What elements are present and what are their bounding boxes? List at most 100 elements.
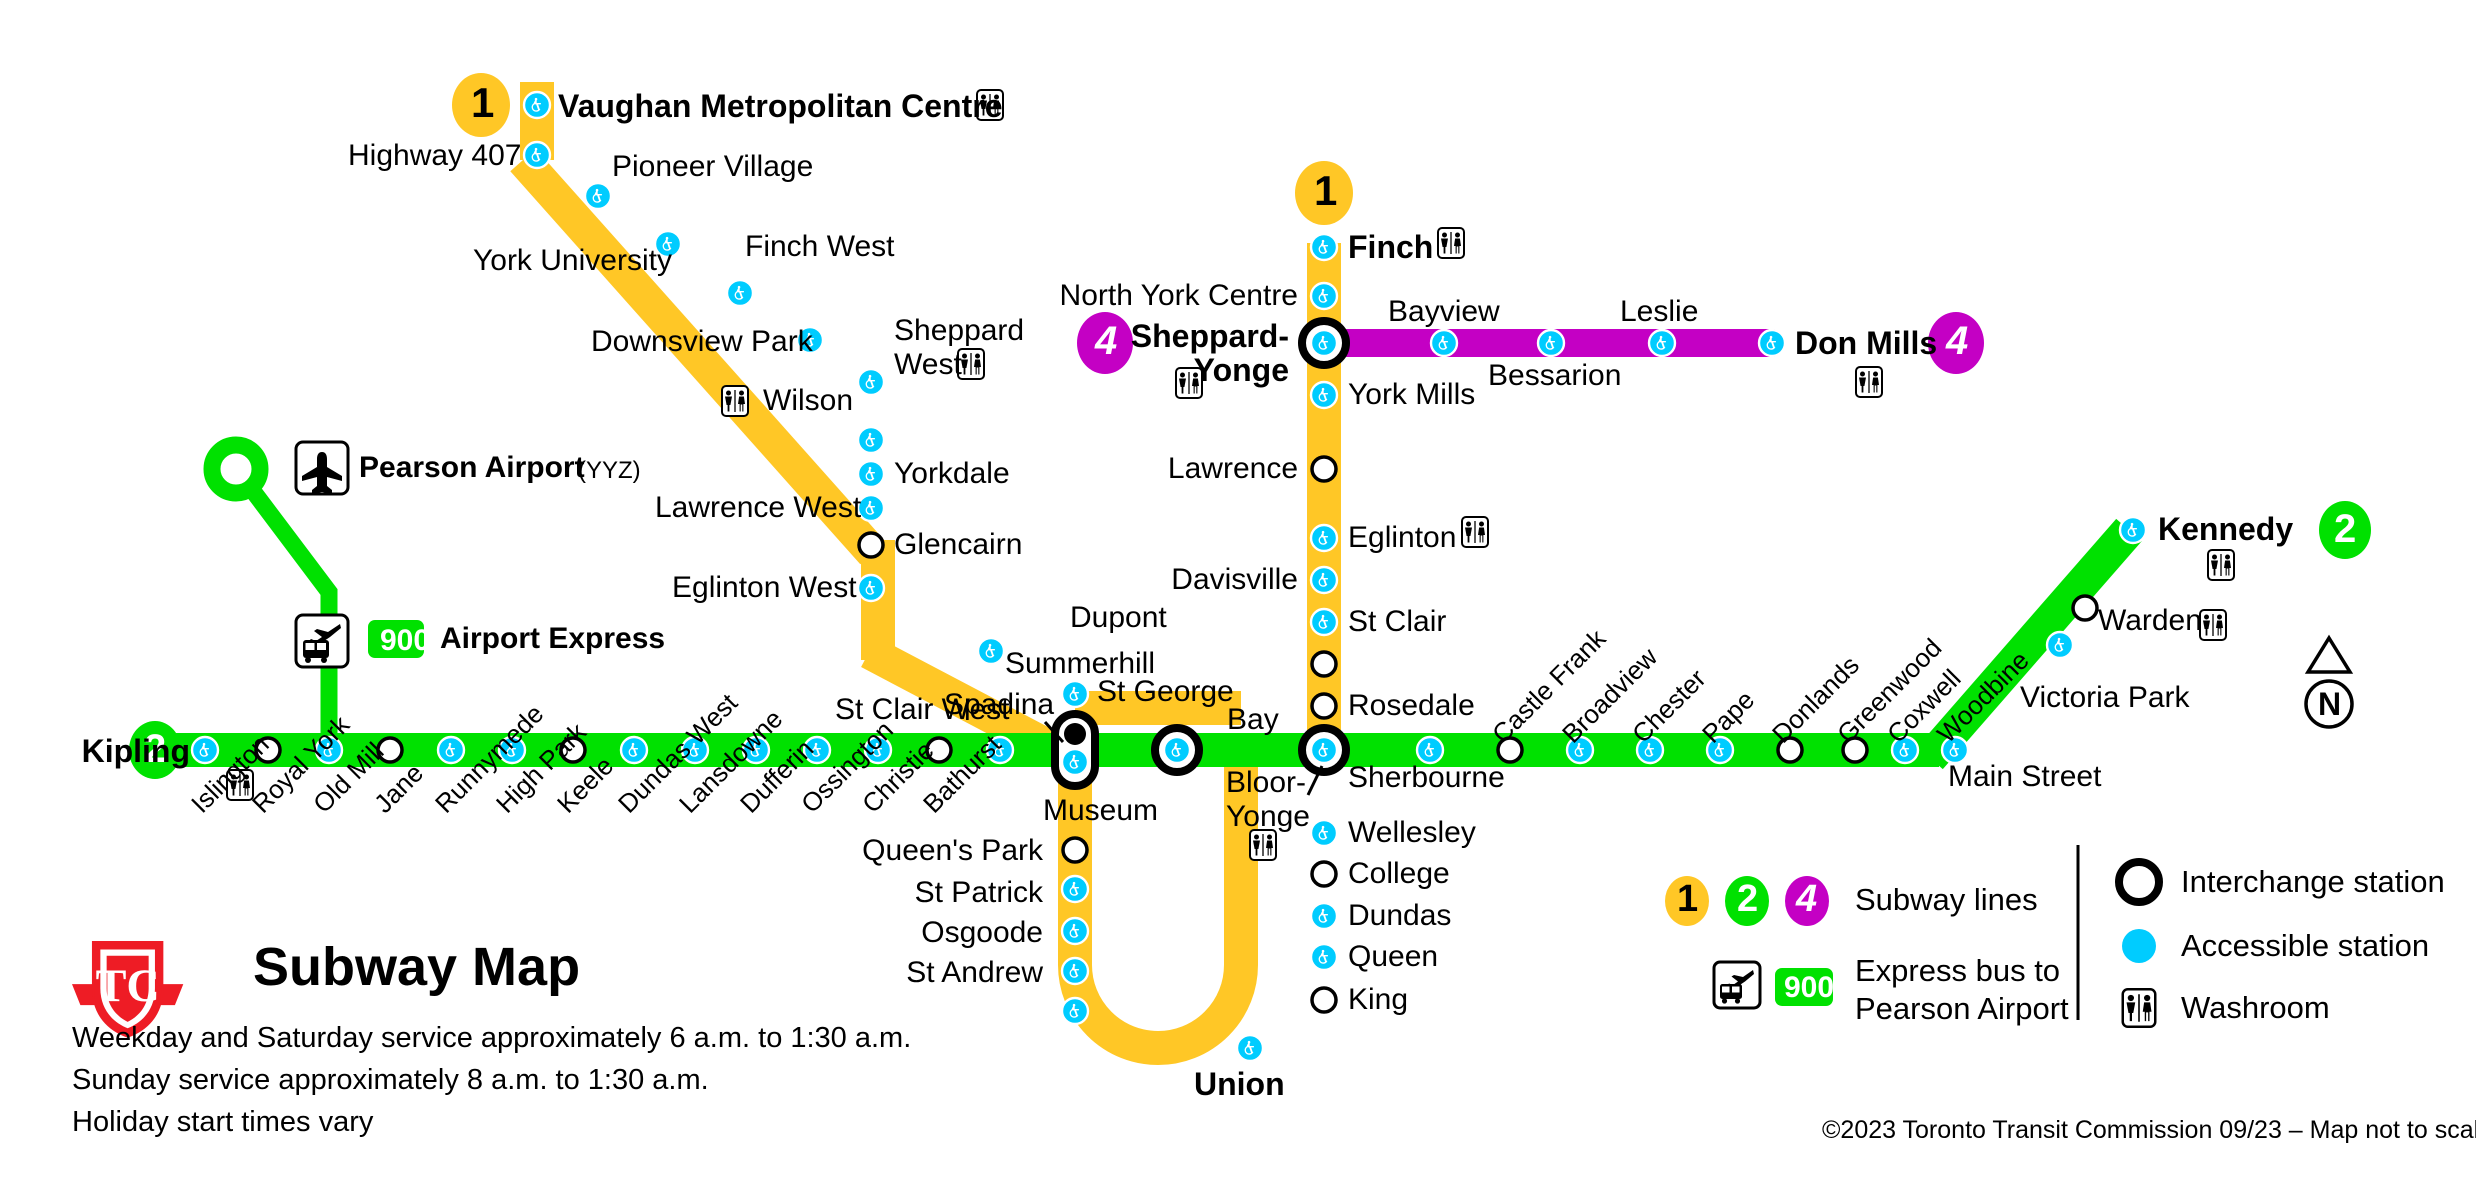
line-bullet-4-west — [1077, 312, 1133, 374]
station-label-downsview-park: Downsview Park — [591, 325, 813, 358]
station-label-summerhill: Summerhill — [1004, 647, 1155, 680]
washroom-icon-finch — [1437, 227, 1465, 259]
station-marker-sheppard-yonge-interchange — [1298, 317, 1350, 369]
pearson-airport-label: Pearson Airport — [359, 451, 585, 484]
route-900-number-map: 900 — [380, 624, 431, 657]
line-bullet-1-finch — [1295, 161, 1353, 225]
station-label-eglinton-west: Eglinton West — [672, 571, 857, 604]
station-marker-queen — [1309, 942, 1339, 972]
station-marker-leslie — [1647, 328, 1677, 358]
station-marker-bessarion — [1536, 328, 1566, 358]
station-label-rosedale: Rosedale — [1348, 689, 1475, 722]
legend-route-900-badge — [1775, 968, 1833, 1006]
station-marker-north-york-centre — [1309, 281, 1339, 311]
station-label-yorkdale: Yorkdale — [894, 457, 1010, 490]
service-note-sunday: Sunday service approximately 8 a.m. to 1… — [72, 1064, 709, 1096]
station-marker-dupont — [1060, 679, 1090, 709]
station-marker-warden — [2071, 594, 2099, 622]
line-bullet-2-kennedy — [2319, 501, 2371, 559]
station-marker-islington — [254, 736, 282, 764]
station-label-sheppard-west-line2: West — [894, 348, 962, 381]
station-marker-kennedy — [2118, 515, 2148, 545]
station-marker-st-george-interchange — [1151, 724, 1203, 776]
station-label-queens-park: Queen's Park — [862, 834, 1043, 867]
station-label-don-mills: Don Mills — [1795, 325, 1938, 361]
station-marker-highway407 — [522, 140, 552, 170]
station-marker-rosedale — [1310, 692, 1338, 720]
station-label-finch: Finch — [1348, 229, 1434, 265]
svg-text:TC: TC — [96, 960, 160, 1011]
station-label-sheppard-yonge-line1: Sheppard- — [1130, 318, 1289, 354]
legend-washroom-label: Washroom — [2181, 990, 2330, 1025]
station-label-vaughan: Vaughan Metropolitan Centre — [558, 88, 1003, 124]
washroom-icon-bloor-yonge — [1249, 829, 1277, 861]
station-marker-victoria-park — [2045, 630, 2075, 660]
station-marker-lawrence — [1310, 455, 1338, 483]
bus-airplane-icon-box — [294, 613, 350, 669]
station-marker-union — [1235, 1033, 1265, 1063]
station-marker-finch — [1309, 232, 1339, 262]
station-marker-museum — [1061, 836, 1089, 864]
station-label-main-street: Main Street — [1948, 760, 2102, 793]
washroom-icon-eglinton — [1461, 516, 1489, 548]
station-label-queen: Queen — [1348, 940, 1439, 973]
station-label-wilson: Wilson — [763, 384, 854, 417]
station-marker-sheppard-west — [856, 367, 886, 397]
service-note-holiday: Holiday start times vary — [72, 1106, 374, 1138]
station-label-st-clair: St Clair — [1348, 605, 1447, 638]
copyright-notice: ©2023 Toronto Transit Commission 09/23 –… — [1822, 1116, 2476, 1144]
station-marker-st-patrick — [1060, 916, 1090, 946]
station-label-lawrence-west: Lawrence West — [655, 491, 862, 524]
station-label-york-mills: York Mills — [1348, 378, 1476, 411]
station-label-leslie: Leslie — [1620, 295, 1699, 328]
line-bullet-label-1-finch: 1 — [1314, 167, 1338, 214]
line-bullet-4-east — [1928, 312, 1984, 374]
station-marker-lawrence-west — [856, 493, 886, 523]
legend-washroom-marker — [2121, 988, 2157, 1028]
route-900-badge-map — [368, 620, 424, 658]
station-label-north-york-centre: North York Centre — [1059, 279, 1298, 312]
station-label-york-university: York University — [473, 244, 672, 277]
station-marker-dundas — [1309, 901, 1339, 931]
station-label-glencairn: Glencairn — [894, 528, 1023, 561]
station-markers-line1-yonge — [1309, 232, 1339, 1014]
station-marker-spadina-interchange — [1051, 710, 1099, 790]
station-marker-jane — [436, 735, 466, 765]
line-bullet-2-kipling — [129, 721, 181, 779]
station-label-finch-west: Finch West — [745, 230, 895, 263]
station-label-wellesley: Wellesley — [1348, 816, 1476, 849]
station-label-warden: Warden — [2098, 604, 2202, 637]
ttc-logo: TC — [72, 941, 184, 1038]
leader-line-bloor-yonge — [1306, 765, 1324, 796]
washroom-icon-warden — [2199, 609, 2227, 641]
airplane-icon-box — [294, 440, 350, 496]
leader-line-spadina — [1043, 720, 1065, 744]
page-title: Subway Map — [253, 937, 581, 997]
station-label-king: King — [1348, 983, 1409, 1016]
line-bullet-label-4-east: 4 — [1946, 319, 1969, 363]
station-label-sherbourne: Sherbourne — [1348, 761, 1505, 794]
station-marker-st-clair-west — [976, 636, 1006, 666]
station-label-pioneer-village: Pioneer Village — [612, 150, 814, 183]
station-marker-wilson — [856, 425, 886, 455]
station-label-bay: Bay — [1227, 703, 1279, 736]
station-marker-don-mills — [1757, 328, 1787, 358]
compass-north-label: N — [2318, 686, 2342, 722]
station-marker-glencairn — [857, 531, 885, 559]
station-label-kennedy: Kennedy — [2158, 511, 2294, 547]
station-marker-donlands — [1776, 736, 1804, 764]
station-label-st-clair-west: St Clair West — [835, 693, 1010, 726]
compass-rose — [2304, 634, 2354, 729]
line-bullet-1-vaughan — [452, 73, 510, 137]
pearson-airport-code: (YYZ) — [578, 457, 641, 484]
legend-accessible-marker — [2122, 929, 2156, 963]
station-marker-eglinton — [1309, 523, 1339, 553]
station-marker-vaughan — [522, 90, 552, 120]
station-marker-pioneer-village — [583, 181, 613, 211]
station-marker-davisville — [1309, 565, 1339, 595]
station-label-sheppard-yonge-line2: Yonge — [1193, 352, 1289, 388]
station-marker-college — [1310, 860, 1338, 888]
station-marker-york-mills — [1309, 380, 1339, 410]
station-marker-king — [1310, 986, 1338, 1014]
